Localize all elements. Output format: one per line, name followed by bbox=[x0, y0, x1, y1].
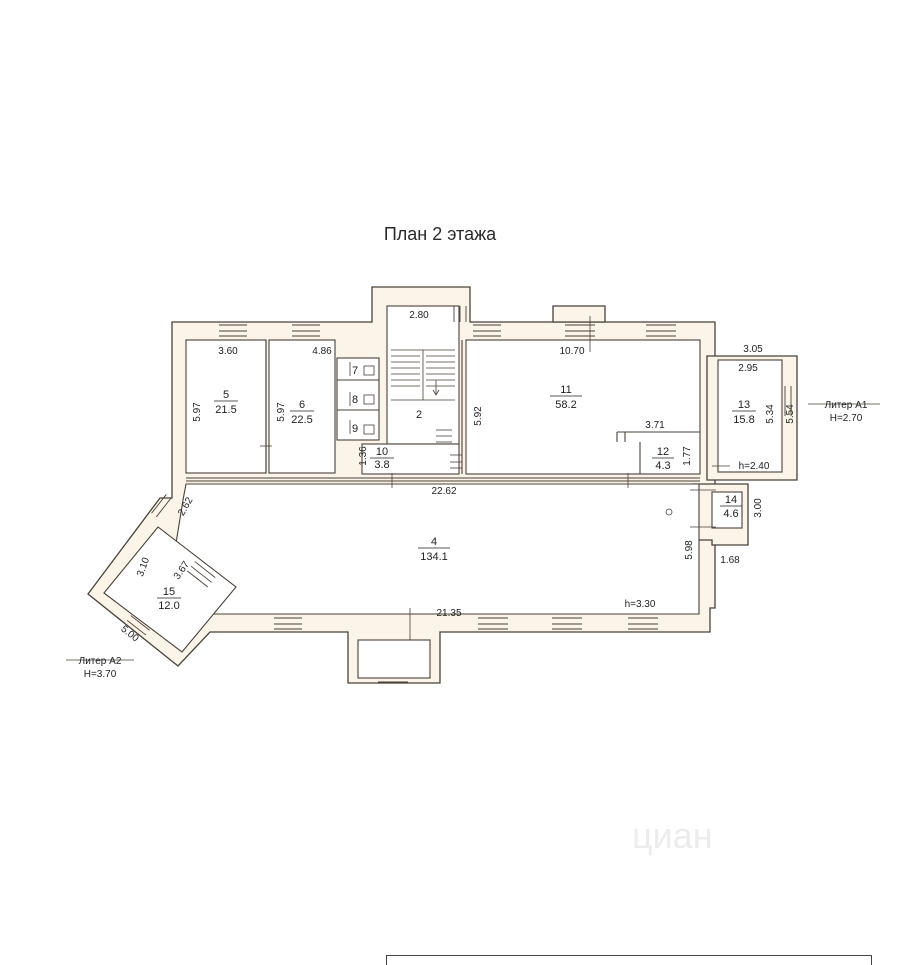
room-4-number: 4 bbox=[431, 536, 437, 548]
room-14-area: 4.6 bbox=[723, 508, 738, 520]
room-labels: 5 21.5 6 22.5 7 8 9 2 10 3.8 11 58.2 12 … bbox=[157, 365, 756, 612]
page-title: План 2 этажа bbox=[383, 224, 497, 244]
dim-room11-width: 10.70 bbox=[559, 346, 584, 357]
liter-a1-name: Литер А1 bbox=[825, 400, 868, 411]
room-8-number: 8 bbox=[352, 394, 358, 406]
dim-room12-width: 3.71 bbox=[645, 420, 665, 431]
dim-room4-height: h=3.30 bbox=[625, 599, 656, 610]
liter-a1-height: Н=2.70 bbox=[830, 413, 863, 424]
dim-room14-depth: 3.00 bbox=[753, 498, 764, 518]
dim-room4-top-length: 22.62 bbox=[431, 486, 456, 497]
stairs bbox=[391, 349, 462, 469]
room-9-number: 9 bbox=[352, 423, 358, 435]
room-14-number: 14 bbox=[725, 494, 737, 506]
room-11 bbox=[465, 339, 701, 475]
room-10-area: 3.8 bbox=[374, 459, 389, 471]
partitions bbox=[186, 316, 730, 640]
dim-room6-depth: 5.97 bbox=[276, 402, 287, 422]
bay-bottom bbox=[357, 639, 431, 679]
room-13-number: 13 bbox=[738, 399, 750, 411]
dim-room6-width: 4.86 bbox=[312, 346, 332, 357]
dim-a1-inner-width: 2.95 bbox=[738, 363, 758, 374]
room-13 bbox=[717, 359, 783, 473]
dim-room4-depth: 5.98 bbox=[684, 540, 695, 560]
dim-room5-depth: 5.97 bbox=[192, 402, 203, 422]
dim-room12-depth: 1.77 bbox=[682, 446, 693, 466]
room-5 bbox=[185, 339, 267, 474]
room-6 bbox=[268, 339, 336, 474]
room-15-area: 12.0 bbox=[158, 600, 179, 612]
dim-stair-width: 2.80 bbox=[409, 310, 429, 321]
room-6-area: 22.5 bbox=[291, 414, 312, 426]
windows bbox=[126, 306, 792, 683]
dim-room4-bottom-length: 21.35 bbox=[436, 608, 461, 619]
room-5-number: 5 bbox=[223, 389, 229, 401]
liter-a2-height: Н=3.70 bbox=[84, 669, 117, 680]
room-5-area: 21.5 bbox=[215, 404, 236, 416]
room-11-number: 11 bbox=[560, 384, 571, 396]
room-2-number: 2 bbox=[416, 409, 422, 421]
dim-a1-height: h=2.40 bbox=[739, 461, 770, 472]
dim-a1-inner-depth: 5.34 bbox=[765, 404, 776, 424]
room-14 bbox=[711, 491, 743, 529]
room-10-number: 10 bbox=[376, 446, 388, 458]
dim-room11-depth: 5.92 bbox=[473, 406, 484, 426]
room-11-area: 58.2 bbox=[555, 399, 576, 411]
dim-a1-outer-width: 3.05 bbox=[743, 344, 763, 355]
room-13-area: 15.8 bbox=[733, 414, 754, 426]
bottom-frame-edge bbox=[386, 955, 872, 965]
rooms bbox=[103, 305, 783, 679]
watermark: циан bbox=[632, 815, 713, 856]
dim-a1-outer-depth: 5.54 bbox=[785, 404, 796, 424]
room-12-area: 4.3 bbox=[655, 460, 670, 472]
wc-block bbox=[336, 357, 380, 441]
dim-room5-width: 3.60 bbox=[218, 346, 238, 357]
liter-labels: Литер А1 Н=2.70 Литер А2 Н=3.70 bbox=[66, 400, 880, 680]
room-4-area: 134.1 bbox=[420, 551, 448, 563]
liter-a2-name: Литер А2 bbox=[79, 656, 122, 667]
room-4 bbox=[171, 483, 700, 615]
room-7-number: 7 bbox=[352, 365, 358, 377]
room-15-number: 15 bbox=[163, 586, 175, 598]
room-15 bbox=[103, 526, 237, 653]
room-10 bbox=[361, 443, 460, 475]
dim-room10-depth: 1.36 bbox=[358, 446, 369, 466]
dim-room14-offset: 1.68 bbox=[720, 555, 740, 566]
room-6-number: 6 bbox=[299, 399, 305, 411]
room-12-number: 12 bbox=[657, 446, 669, 458]
